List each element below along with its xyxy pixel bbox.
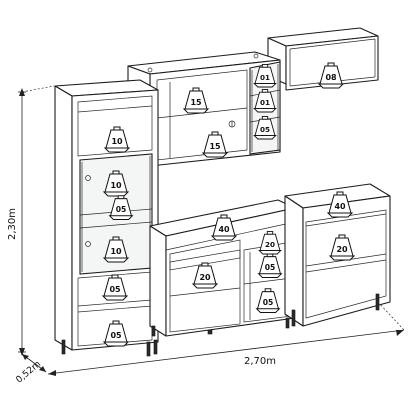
load-weight-value: 20 <box>265 240 275 249</box>
load-weight-badge: 05 <box>253 116 277 140</box>
weight-base-shape <box>182 108 210 114</box>
load-weight-badge: 40 <box>326 191 354 218</box>
weight-handle-shape <box>111 274 119 279</box>
weight-base-shape <box>102 341 130 347</box>
load-weight-badge: 10 <box>103 126 131 153</box>
weight-base-shape <box>102 257 130 263</box>
weight-handle-shape <box>261 116 269 120</box>
load-weight-value: 05 <box>109 285 121 294</box>
load-badges: 01 01 05 08 15 15 10 10 05 10 05 05 40 40 20 20 05 20 05 <box>101 62 356 347</box>
weight-handle-shape <box>113 126 121 131</box>
weight-handle-shape <box>201 262 209 267</box>
height-dimension-label: 2,30m <box>7 208 18 240</box>
weight-handle-shape <box>338 234 346 239</box>
load-weight-badge: 05 <box>101 274 129 301</box>
weight-base-shape <box>102 191 130 197</box>
weight-handle-shape <box>261 89 269 93</box>
load-weight-value: 10 <box>110 247 122 256</box>
weight-base-shape <box>191 283 219 289</box>
weight-handle-shape <box>112 170 120 175</box>
weight-base-shape <box>328 255 356 261</box>
weight-handle-shape <box>261 64 269 68</box>
load-weight-badge: 10 <box>102 236 130 263</box>
load-weight-value: 20 <box>199 273 211 282</box>
weight-base-shape <box>253 82 277 88</box>
load-weight-badge: 05 <box>257 253 283 278</box>
load-weight-value: 05 <box>263 298 274 307</box>
load-weight-value: 01 <box>260 98 270 107</box>
load-weight-badge: 10 <box>102 170 130 197</box>
load-weight-value: 40 <box>218 225 230 234</box>
load-weight-value: 40 <box>334 202 346 211</box>
load-weight-badge: 05 <box>108 195 134 220</box>
load-weight-value: 15 <box>209 142 221 151</box>
weight-handle-shape <box>211 131 219 136</box>
load-weight-badge: 05 <box>102 320 130 347</box>
right-base-cabinet <box>284 183 391 327</box>
load-weight-value: 01 <box>260 73 270 82</box>
load-weight-badge: 05 <box>255 288 281 313</box>
weight-handle-shape <box>327 62 335 67</box>
weight-handle-shape <box>266 231 274 235</box>
load-weight-value: 05 <box>260 125 270 134</box>
load-weight-badge: 01 <box>253 64 277 88</box>
load-weight-value: 05 <box>116 205 127 214</box>
weight-base-shape <box>326 212 354 218</box>
weight-base-shape <box>108 215 134 220</box>
weight-handle-shape <box>220 214 228 219</box>
weight-base-shape <box>255 308 281 313</box>
load-weight-badge: 15 <box>182 87 210 114</box>
weight-base-shape <box>317 83 345 89</box>
depth-dimension-label: 0,52m <box>14 359 42 385</box>
weight-base-shape <box>258 249 282 255</box>
weight-base-shape <box>103 147 131 153</box>
weight-handle-shape <box>112 320 120 325</box>
width-dimension-label: 2,70m <box>244 356 276 367</box>
weight-base-shape <box>201 152 229 158</box>
load-weight-value: 05 <box>265 263 276 272</box>
load-weight-badge: 20 <box>258 231 282 255</box>
weight-handle-shape <box>336 191 344 196</box>
load-weight-value: 10 <box>110 181 122 190</box>
load-weight-badge: 08 <box>317 62 345 89</box>
dimension-lines <box>18 85 405 376</box>
weight-handle-shape <box>112 236 120 241</box>
load-weight-badge: 20 <box>191 262 219 289</box>
weight-base-shape <box>210 235 238 241</box>
weight-handle-shape <box>117 195 125 200</box>
weight-handle-shape <box>192 87 200 92</box>
load-weight-value: 08 <box>325 73 337 82</box>
weight-base-shape <box>101 295 129 301</box>
load-weight-badge: 15 <box>201 131 229 158</box>
load-weight-value: 05 <box>110 331 122 340</box>
load-weight-value: 20 <box>336 245 348 254</box>
weight-base-shape <box>253 134 277 140</box>
weight-base-shape <box>257 273 283 278</box>
load-weight-value: 15 <box>190 98 202 107</box>
load-weight-value: 10 <box>111 137 123 146</box>
load-weight-badge: 40 <box>210 214 238 241</box>
weight-base-shape <box>253 107 277 113</box>
weight-handle-shape <box>264 288 272 293</box>
load-weight-badge: 01 <box>253 89 277 113</box>
left-tall-tower <box>54 79 159 357</box>
load-weight-badge: 20 <box>328 234 356 261</box>
